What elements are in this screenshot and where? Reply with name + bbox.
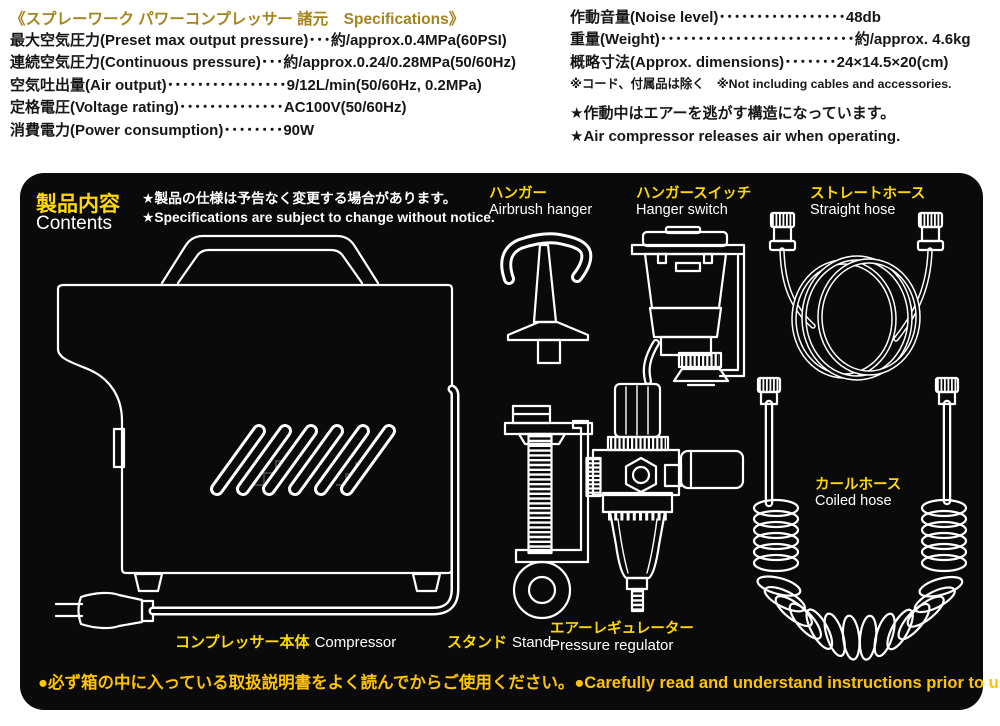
footer-warning: ●必ず箱の中に入っている取扱説明書をよく読んでからご使用ください。●Carefu… [38, 669, 1000, 693]
stand-illustration [503, 404, 594, 620]
label-pressure-regulator: エアーレギュレーター Pressure regulator [550, 621, 694, 654]
panel-heading-en: Contents [36, 213, 113, 234]
spec-list-right: 作動音量(Noise level)･････････････････48db 重… [570, 7, 971, 148]
coiled-hose-illustration [752, 376, 968, 661]
straight-hose-illustration [768, 211, 945, 381]
label-coiled-hose: カールホース Coiled hose [815, 477, 902, 509]
spec-list-left: 最大空気圧力(Preset max output pressure)･･･約/a… [10, 30, 516, 142]
spec-line: 定格電圧(Voltage rating)･･････････････AC100V… [10, 99, 407, 117]
compressor-illustration [54, 234, 460, 630]
panel-notice: ★製品の仕様は予告なく変更する場合があります。 ★Specifications … [142, 190, 495, 227]
airbrush-hanger-illustration [500, 232, 593, 365]
panel-notice-jp: ★製品の仕様は予告なく変更する場合があります。 [142, 191, 457, 206]
spec-line: 最大空気圧力(Preset max output pressure)･･･約/a… [10, 32, 507, 49]
label-hanger-switch: ハンガースイッチ Hanger switch [636, 186, 752, 218]
spec-note: ※コード、付属品は除く ※Not including cables and ac… [570, 77, 952, 92]
footer-warning-en: ●Carefully read and understand instructi… [574, 674, 1000, 692]
label-airbrush-hanger: ハンガー Airbrush hanger [489, 186, 593, 218]
spec-line: 連続空気圧力(Continuous pressure)･･･約/approx.0… [10, 54, 516, 72]
air-release-note-jp: ★作動中はエアーを逃がす構造になっています。 [570, 105, 896, 123]
spec-line: 作動音量(Noise level)･････････････････48db [570, 9, 881, 26]
spec-line: 概略寸法(Approx. dimensions)･･･････24×14.5×2… [570, 53, 949, 71]
contents-panel: 製品内容 Contents ★製品の仕様は予告なく変更する場合があります。 ★S… [20, 173, 1000, 710]
panel-heading-jp: 製品内容 [36, 193, 120, 216]
panel-notice-en: ★Specifications are subject to change wi… [142, 209, 495, 225]
air-release-note-en: ★Air compressor releases air when operat… [570, 127, 901, 145]
pressure-regulator-illustration [585, 382, 745, 613]
footer-warning-jp: ●必ず箱の中に入っている取扱説明書をよく読んでからご使用ください。 [38, 674, 575, 692]
spec-line: 重量(Weight)･･････････････････････････約/ap… [570, 31, 971, 49]
spec-line: 空気吐出量(Air output)････････････････9/12L/m… [10, 76, 482, 94]
hanger-switch-illustration [630, 225, 746, 387]
spec-line: 消費電力(Power consumption)････････90W [10, 121, 315, 139]
power-plug-illustration [54, 384, 460, 630]
label-straight-hose: ストレートホース Straight hose [810, 186, 926, 218]
contents-illustrations [54, 211, 968, 661]
spec-title: 《スプレーワーク パワーコンプレッサー 諸元 Specifications》 [10, 11, 465, 28]
